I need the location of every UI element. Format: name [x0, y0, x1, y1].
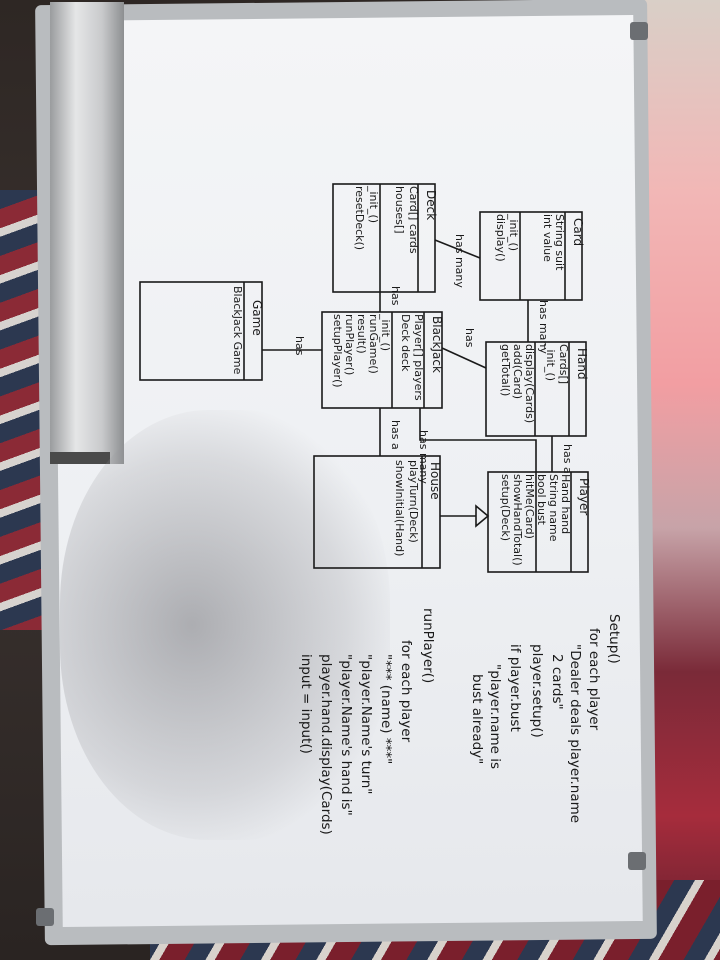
blackjack-title: BlackJack: [430, 316, 444, 373]
card-class-box: [479, 211, 583, 301]
rel-card-hand: has many: [537, 300, 550, 354]
hand-method-4: getTotal(): [499, 344, 512, 396]
frame-corner-bottom-right: [628, 852, 646, 870]
setup-note-2: for each player: [586, 628, 602, 731]
line-blackjack-player: [419, 408, 537, 472]
hand-method-2: display(Cards): [523, 344, 536, 423]
blackjack-method-5: setupPlayer(): [331, 314, 344, 388]
runplayer-note-1: runPlayer(): [420, 608, 436, 683]
rel-deck-blackjack: has: [389, 286, 402, 306]
blackjack-field-2: Deck deck: [399, 314, 412, 372]
setup-note-8: bust already": [469, 674, 485, 764]
player-field-1: Hand hand: [559, 474, 572, 534]
player-field-2: String name: [547, 474, 560, 542]
player-class-box: [487, 471, 589, 573]
setup-note-1: Setup(): [606, 614, 622, 664]
rel-blackjack-hand: has: [463, 328, 476, 348]
player-method-1: hitMe(Card): [523, 474, 536, 539]
card-method-2: display(): [494, 214, 507, 262]
runplayer-note-5: "player.Name's hand is": [338, 654, 354, 816]
card-field-1: String suit: [553, 214, 566, 271]
hand-method-1: _init_(): [544, 343, 557, 381]
rel-game-blackjack: has: [293, 336, 306, 356]
hand-field-1: Cards[]: [557, 344, 570, 384]
deck-title: Deck: [424, 190, 438, 220]
marker-tray-cap: [50, 452, 110, 464]
frame-corner-bottom-left: [36, 908, 54, 926]
card-title: Card: [571, 218, 585, 246]
player-field-3: bool bust: [535, 474, 548, 526]
deck-field-2: houses[]: [393, 186, 406, 234]
hand-title: Hand: [575, 348, 589, 380]
hand-method-3: add(Card): [511, 344, 524, 399]
runplayer-note-7: input = input(): [298, 654, 314, 754]
house-title: House: [428, 462, 442, 500]
blackjack-method-4: runPlayer(): [343, 314, 356, 375]
player-method-3: setup(Deck): [499, 474, 512, 541]
rel-blackjack-house: has a: [389, 420, 402, 450]
setup-note-4: 2 cards": [549, 654, 565, 710]
game-method-1: BlackJack Game: [231, 286, 244, 375]
deck-class-box: [332, 183, 436, 293]
blackjack-class-box: [321, 311, 443, 409]
setup-note-5: player.setup(): [529, 644, 545, 738]
card-field-2: int value: [541, 214, 554, 262]
blackjack-method-1: _init_(): [379, 313, 392, 351]
inheritance-arrow: [475, 504, 490, 528]
rel-deck-card: has many: [453, 234, 466, 288]
rel-player-hand: has a: [561, 444, 574, 474]
setup-note-3: "Dealer deals player.name: [567, 644, 583, 823]
setup-note-6: if player.bust: [507, 644, 523, 732]
game-class-box: [139, 281, 263, 381]
hand-shadow: [60, 410, 390, 840]
runplayer-note-6: player.hand.display(Cards): [318, 654, 334, 835]
deck-method-1: _init_(): [367, 185, 380, 223]
runplayer-note-2: for each player: [398, 640, 414, 743]
player-title: Player: [577, 478, 591, 515]
line-deck-card: [434, 239, 481, 259]
player-method-2: showHandTotal(): [511, 474, 524, 566]
runplayer-note-3: "*** (name) ***": [378, 654, 394, 764]
setup-note-7: "player.name is: [487, 664, 503, 769]
house-class-box: [313, 455, 441, 569]
house-method-1: playTurn(Deck): [407, 460, 420, 543]
deck-method-2: resetDeck(): [353, 186, 366, 250]
blackjack-method-3: result(): [355, 314, 368, 354]
hand-class-box: [485, 341, 587, 437]
runplayer-note-4: "player.Name's turn": [358, 654, 374, 795]
blackjack-field-1: Player[] players: [412, 314, 425, 401]
deck-field-1: Card[] cards: [407, 186, 420, 254]
blackjack-method-2: runGame(): [367, 314, 380, 374]
line-blackjack-hand: [441, 347, 487, 369]
card-method-1: _init_(): [507, 213, 520, 251]
game-title: Game: [250, 300, 264, 336]
house-method-2: showInitial(Hand): [393, 460, 406, 556]
marker-tray: [50, 2, 124, 464]
rel-blackjack-player: has many: [417, 430, 430, 484]
frame-corner-top-right: [630, 22, 648, 40]
